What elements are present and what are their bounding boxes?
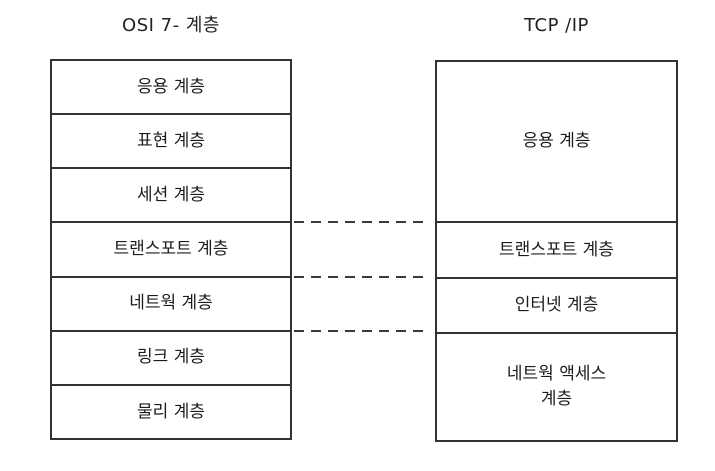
tcpip-column-title: TCP /IP: [524, 15, 589, 36]
osi-layer-stack: 응용 계층 표현 계층 세션 계층 트랜스포트 계층 네트웍 계층 링크 계층 …: [50, 59, 292, 440]
osi-layer-box-session: 세션 계층: [52, 167, 290, 221]
tcpip-layer-stack: 응용 계층 트랜스포트 계층 인터넷 계층 네트웍 액세스 계층: [435, 60, 678, 442]
tcpip-layer-box-internet: 인터넷 계층: [437, 276, 676, 332]
osi-layer-box-application: 응용 계층: [137, 76, 205, 97]
tcpip-layer-box-application: 응용 계층: [522, 131, 591, 152]
osi-layer-box-presentation: 표현 계층: [52, 113, 290, 167]
layer-mapping-dashed-line-middle: [294, 276, 426, 278]
osi-layer-box-link: 링크 계층: [52, 329, 290, 384]
osi-layer-box-transport: 트랜스포트 계층: [52, 221, 290, 275]
tcpip-layer-box-transport: 트랜스포트 계층: [437, 221, 676, 276]
osi-column-title: OSI 7- 계층: [122, 15, 220, 36]
layer-mapping-dashed-line-top: [294, 221, 426, 223]
osi-layer-box-physical: 물리 계층: [52, 383, 290, 438]
layer-mapping-dashed-line-bottom: [294, 330, 426, 332]
osi-layer-box-network: 네트웍 계층: [52, 275, 290, 330]
tcpip-layer-box-network-access: 네트웍 액세스 계층: [437, 331, 676, 440]
